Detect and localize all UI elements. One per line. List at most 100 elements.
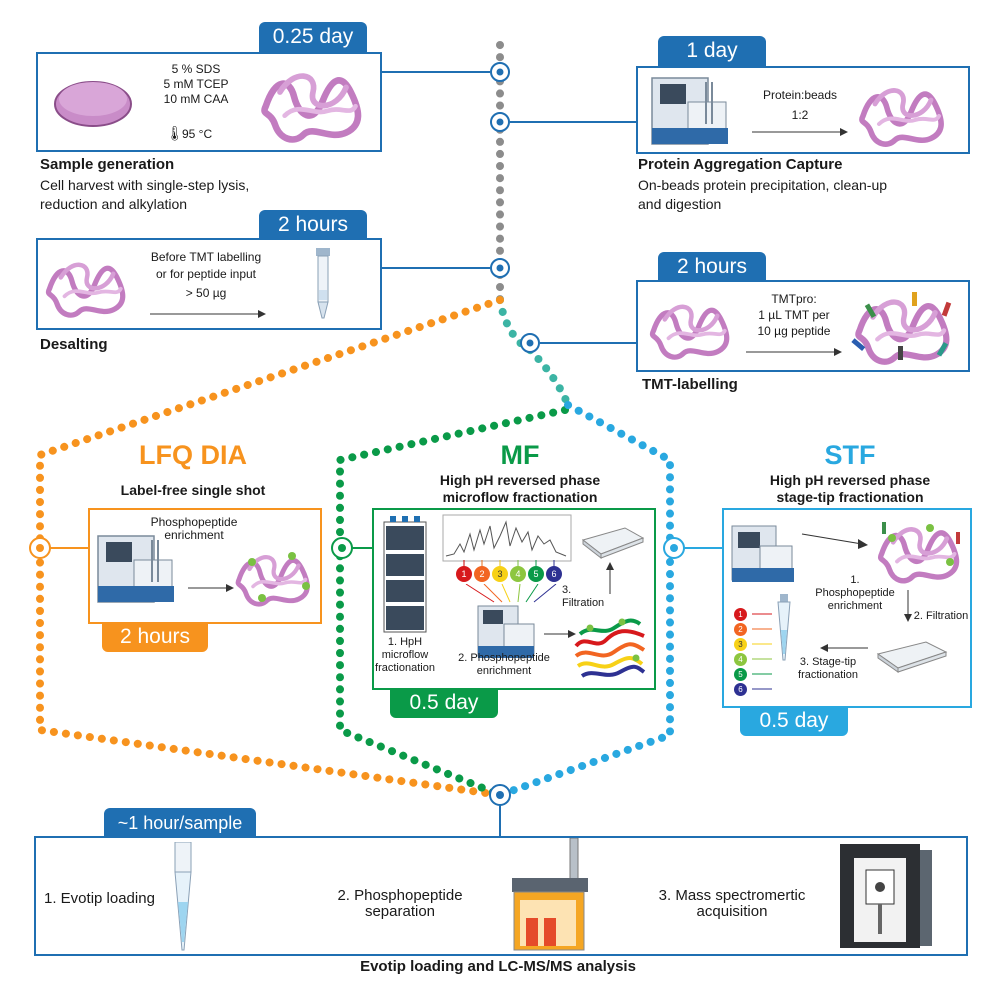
desalting-cond-1: Before TMT labelling <box>150 250 262 264</box>
stf-step-2: 2. Filtration <box>913 610 969 622</box>
robot-instrument-icon <box>477 605 535 658</box>
fraction-6: 6 <box>546 566 562 582</box>
fraction-5: 5 <box>734 668 747 681</box>
fraction-4: 4 <box>510 566 526 582</box>
mf-step-3: 3. Filtration <box>562 584 605 609</box>
fraction-2: 2 <box>474 566 490 582</box>
lfq-time-tab: 2 hours <box>102 622 208 652</box>
fraction-6: 6 <box>734 683 747 696</box>
pac-ratio-value: 1:2 <box>791 108 809 122</box>
fraction-2: 2 <box>734 623 747 636</box>
pac-time-tab: 1 day <box>658 36 766 66</box>
tmt-cond-1: TMTpro: <box>771 292 817 306</box>
pac-title: Protein Aggregation Capture <box>638 156 843 173</box>
stf-time-tab: 0.5 day <box>740 706 848 736</box>
petri-dish-icon <box>54 81 132 127</box>
reagent-sds: 5 % SDS <box>171 62 221 76</box>
mass-spectrometer-icon <box>840 844 932 948</box>
lfq-box: Phosphopeptide enrichment <box>88 508 322 624</box>
lcms-time-tab: ~1 hour/sample <box>104 808 256 838</box>
lcms-step-2: 2. Phosphopeptide separation <box>337 887 463 920</box>
tmt-title: TMT-labelling <box>642 376 738 393</box>
fraction-1: 1 <box>734 608 747 621</box>
labelled-phosphopeptide-icon <box>874 522 966 586</box>
fraction-4: 4 <box>734 653 747 666</box>
sample-generation-desc-1: Cell harvest with single-step lysis, <box>40 177 250 193</box>
stf-fraction-column: 1 2 3 4 5 6 <box>734 608 774 708</box>
arrow-right-icon <box>544 630 576 638</box>
mf-box: 1 2 3 4 5 6 3. Filtration 1. HpH microfl… <box>372 508 656 690</box>
peptide-helix-icon <box>646 290 736 364</box>
stage-tip-icon <box>777 594 791 661</box>
peptide-helix-icon <box>42 250 132 320</box>
connector-nodes <box>29 62 685 806</box>
lc-instrument-icon <box>512 838 588 951</box>
tmt-box: TMTpro: 1 µL TMT per 10 µg peptide <box>636 280 970 372</box>
stf-subtitle-1: High pH reversed phase <box>769 472 931 488</box>
temperature-label: 95 °C <box>182 127 213 141</box>
arrow-down-icon <box>904 590 912 622</box>
sample-generation-title: Sample generation <box>40 156 175 173</box>
protein-helix-icon <box>853 76 953 148</box>
stf-subtitle-2: stage-tip fractionation <box>776 489 924 505</box>
lfq-subtitle: Label-free single shot <box>120 482 266 498</box>
chromatogram-icon <box>442 514 572 562</box>
arrow-right-icon <box>150 310 266 318</box>
arrow-right-icon <box>188 584 234 592</box>
tmt-cond-2: 1 µL TMT per <box>758 308 830 322</box>
tmt-cond-3: 10 µg peptide <box>757 324 831 338</box>
robot-instrument-icon <box>731 525 794 582</box>
stf-step-3: 3. Stage-tip fractionation <box>798 656 858 681</box>
sample-generation-desc-2: reduction and alkylation <box>40 196 188 212</box>
fraction-to-robot-arrows <box>465 584 557 603</box>
tmt-time-tab: 2 hours <box>658 252 766 282</box>
desalting-title: Desalting <box>40 336 108 353</box>
stf-box: 1. Phosphopeptide enrichment 2. Filtrati… <box>722 508 972 708</box>
mf-subtitle-1: High pH reversed phase <box>439 472 601 488</box>
arrow-up-icon <box>606 562 614 594</box>
fractionated-peptides-icon <box>574 618 646 678</box>
fraction-5: 5 <box>528 566 544 582</box>
arrow-right-icon <box>801 533 868 549</box>
lcms-box: 1. Evotip loading 2. Phosphopeptide sepa… <box>34 836 968 956</box>
lfq-heading: LFQ DIA <box>139 440 247 470</box>
fraction-1: 1 <box>456 566 472 582</box>
lc-system-icon <box>383 516 427 633</box>
sample-generation-time-tab: 0.25 day <box>259 22 367 52</box>
arrow-right-icon <box>746 348 842 356</box>
robot-instrument-icon <box>651 77 728 145</box>
lfq-step: Phosphopeptide enrichment <box>150 515 238 542</box>
pac-ratio-label: Protein:beads <box>762 88 838 102</box>
protein-structure-icon <box>253 59 373 144</box>
tmt-labelled-peptide-icon <box>851 292 952 366</box>
desalting-cond-2: or for peptide input <box>155 267 257 281</box>
desalting-box: Before TMT labelling or for peptide inpu… <box>36 238 382 330</box>
pac-desc-2: and digestion <box>638 196 722 212</box>
mf-step-2: 2. Phosphopeptide enrichment <box>458 652 550 677</box>
lcms-step-3: 3. Mass spectromertic acquisition <box>658 887 806 920</box>
desalting-cond-3: > 50 µg <box>185 286 227 300</box>
mf-step-1: 1. HpH microflow fractionation <box>375 636 435 674</box>
mf-subtitle-2: microflow fractionation <box>442 489 598 505</box>
stf-heading: STF <box>824 440 876 470</box>
robot-instrument-icon <box>97 535 174 603</box>
stf-step-1: 1. Phosphopeptide enrichment <box>815 574 895 612</box>
arrow-left-icon <box>820 644 868 652</box>
fraction-3: 3 <box>492 566 508 582</box>
evotip-icon <box>174 842 192 951</box>
mf-heading: MF <box>500 440 540 470</box>
thermometer-icon: 🌡 <box>166 125 184 141</box>
pac-desc-1: On-beads protein precipitation, clean-up <box>638 177 888 193</box>
filter-plate-icon <box>876 641 948 673</box>
fraction-arrows-icon <box>752 613 772 690</box>
desalting-time-tab: 2 hours <box>259 210 367 240</box>
filter-plate-icon <box>581 527 645 560</box>
sample-generation-box: 5 % SDS 5 mM TCEP 10 mM CAA 🌡 95 °C <box>36 52 382 152</box>
fraction-3: 3 <box>734 638 747 651</box>
reagent-caa: 10 mM CAA <box>163 92 229 106</box>
reagent-tcep: 5 mM TCEP <box>163 77 229 91</box>
pac-box: Protein:beads 1:2 <box>636 66 970 154</box>
mf-time-tab: 0.5 day <box>390 688 498 718</box>
lcms-step-1: 1. Evotip loading <box>44 890 155 907</box>
